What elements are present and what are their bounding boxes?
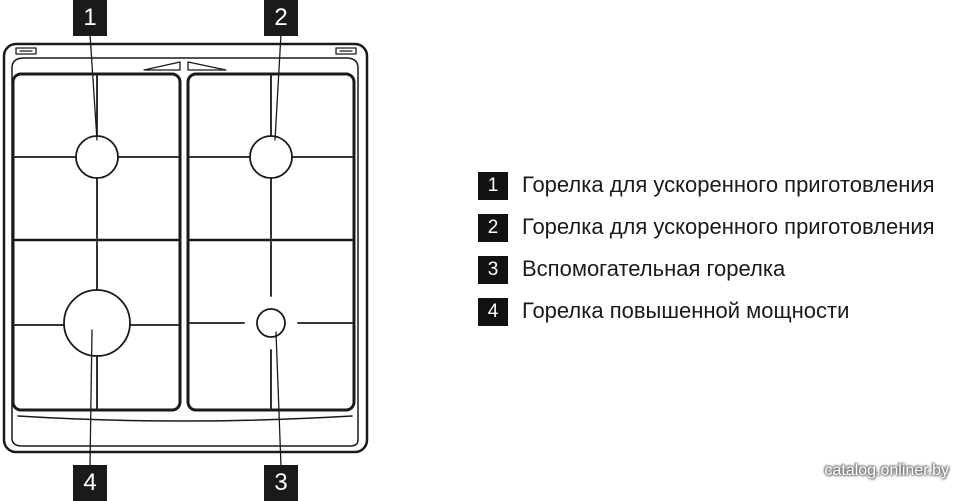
grate-left: [11, 72, 182, 412]
legend-label: Горелка повышенной мощности: [522, 298, 850, 323]
legend-label: Горелка для ускоренного приготовления: [522, 214, 935, 239]
leader-line-4: [89, 329, 93, 467]
burner-2: [249, 135, 293, 179]
legend-item: 2 Горелка для ускоренного приготовления: [474, 210, 971, 252]
legend-label: Горелка для ускоренного приготовления: [522, 172, 935, 197]
callout-badge-4: 4: [73, 465, 107, 501]
legend-item: 3 Вспомогательная горелка: [474, 252, 971, 294]
callout-badge-3: 3: [264, 465, 298, 501]
grate-right: [186, 72, 356, 412]
legend: 1 Горелка для ускоренного приготовления …: [474, 168, 971, 336]
top-right-knob-mark: [335, 47, 357, 55]
watermark: catalog.onliner.by: [824, 462, 949, 479]
legend-number: 3: [478, 256, 508, 284]
cooktop-inner-edge: [11, 57, 359, 447]
legend-number: 2: [478, 214, 508, 242]
leader-line-3: [275, 331, 282, 467]
burner-3: [256, 308, 286, 338]
leader-line-2: [274, 33, 282, 141]
cooktop-outline: [2, 42, 369, 454]
callout-badge-2: 2: [264, 0, 298, 36]
legend-number: 1: [478, 172, 508, 200]
legend-item: 4 Горелка повышенной мощности: [474, 294, 971, 336]
legend-item: 1 Горелка для ускоренного приготовления: [474, 168, 971, 210]
center-right-chevron: [187, 61, 227, 71]
legend-number: 4: [478, 298, 508, 326]
leader-line-1: [89, 33, 98, 141]
center-left-chevron: [143, 61, 181, 71]
front-lip: [17, 415, 353, 422]
callout-badge-1: 1: [73, 0, 107, 36]
top-left-knob-mark: [15, 47, 37, 55]
burner-1: [75, 135, 119, 179]
burner-4: [63, 289, 131, 357]
legend-label: Вспомогательная горелка: [522, 256, 786, 281]
